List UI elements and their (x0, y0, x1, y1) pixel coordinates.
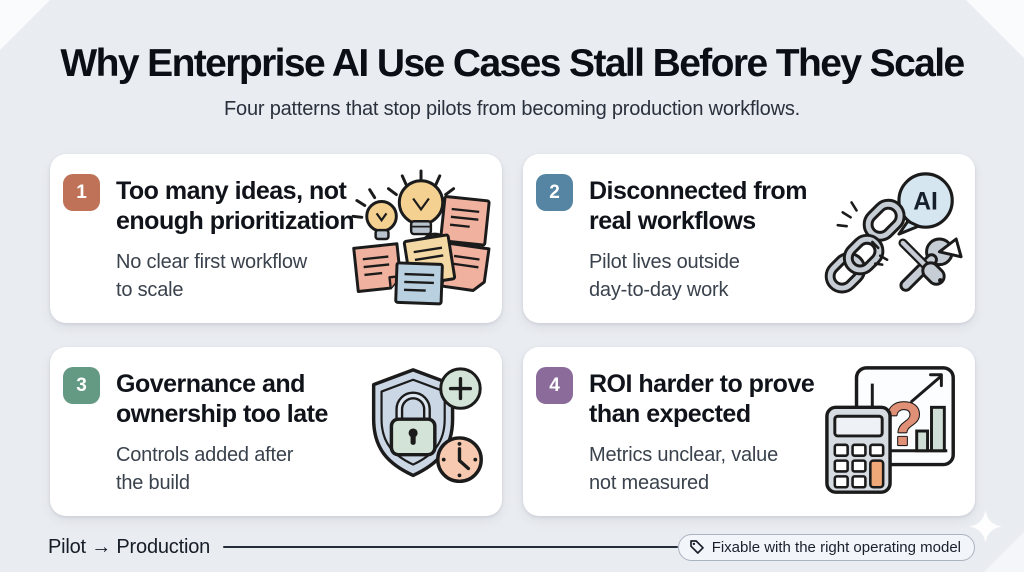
lightbulbs-sticky-notes-icon (348, 165, 496, 313)
sparkle-icon (969, 510, 1002, 543)
card-too-many-ideas: 1 Too many ideas, not enough prioritizat… (50, 154, 502, 323)
card-title: Too many ideas, not enough prioritizatio… (116, 177, 355, 235)
card-title: Disconnected from real workflows (589, 177, 807, 235)
svg-text:AI: AI (913, 188, 938, 215)
card-number-badge: 2 (536, 174, 573, 211)
card-description: No clear first workflow to scale (116, 251, 307, 301)
page-subtitle: Four patterns that stop pilots from beco… (224, 98, 800, 120)
card-disconnected-workflows: 2 Disconnected from real workflows Pilot… (523, 154, 975, 323)
card-roi-harder-to-prove: 4 ROI harder to prove than expected Metr… (523, 347, 975, 516)
calculator-chart-question-icon: ? (821, 358, 969, 506)
card-description: Metrics unclear, value not measured (589, 444, 779, 494)
broken-chain-ai-tools-icon: AI (821, 165, 969, 313)
shield-lock-plus-clock-icon (348, 358, 496, 506)
cards-grid: 1 Too many ideas, not enough prioritizat… (50, 154, 975, 516)
journey-line (223, 545, 678, 549)
card-description: Controls added after the build (116, 444, 294, 494)
tag-icon (689, 540, 704, 554)
journey-label: Pilot → Production (48, 535, 211, 558)
card-title: ROI harder to prove than expected (589, 370, 815, 428)
fixable-badge-label: Fixable with the right operating model (711, 538, 961, 556)
page-title: Why Enterprise AI Use Cases Stall Before… (60, 42, 965, 85)
card-number-badge: 1 (63, 174, 100, 211)
footer-journey: Pilot → Production Fixable with the righ… (48, 532, 975, 562)
card-description: Pilot lives outside day-to-day work (589, 251, 740, 301)
card-title: Governance and ownership too late (116, 370, 328, 428)
fixable-badge: Fixable with the right operating model (677, 533, 975, 561)
card-number-badge: 4 (536, 367, 573, 404)
card-governance-too-late: 3 Governance and ownership too late Cont… (50, 347, 502, 516)
card-number-badge: 3 (63, 367, 100, 404)
